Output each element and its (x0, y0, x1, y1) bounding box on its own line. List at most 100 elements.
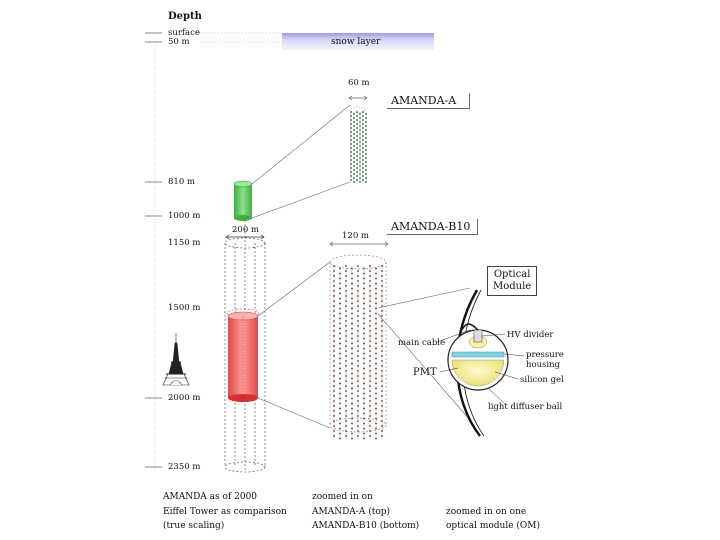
optical-module-dot (369, 415, 371, 417)
optical-module-dot (375, 317, 377, 320)
depth-title: Depth (168, 11, 202, 22)
optical-module-dot (357, 330, 359, 332)
zoom-lines-amanda-b10 (257, 261, 331, 429)
optical-module-dot (350, 139, 352, 141)
optical-module-dot (375, 422, 377, 425)
optical-module-dot (369, 385, 371, 387)
optical-module-dot (339, 297, 341, 300)
optical-module-dot (359, 125, 361, 127)
caption-col1-line2: Eiffel Tower as comparison (163, 507, 287, 517)
optical-module-dot (381, 320, 383, 322)
optical-module-dot (333, 275, 335, 277)
optical-module-dot (353, 165, 355, 167)
depth-1500m: 1500 m (168, 303, 201, 313)
depth-1000m: 1000 m (168, 211, 201, 221)
optical-module-dot (359, 149, 361, 151)
optical-module-dot (351, 372, 353, 375)
optical-module-dot (333, 335, 335, 337)
optical-module-dot (333, 295, 335, 297)
optical-module-dot (333, 340, 335, 342)
optical-module-dot (333, 410, 335, 412)
optical-module-dot (351, 327, 353, 330)
caption-col1-line3: (true scaling) (163, 521, 225, 531)
optical-module-dot (369, 285, 371, 287)
optical-module-dot (350, 131, 352, 133)
optical-module-dot (351, 367, 353, 370)
optical-module-dot (375, 432, 377, 435)
optical-module-dot (356, 163, 358, 165)
optical-module-dot (345, 310, 347, 312)
optical-module-dot (339, 412, 341, 415)
optical-module-dot (353, 125, 355, 127)
optical-module-dot (363, 332, 365, 335)
optical-module-dot (357, 355, 359, 357)
optical-module-dot (369, 420, 371, 422)
optical-module-dot (333, 305, 335, 307)
optical-module-dot (381, 420, 383, 422)
optical-module-dot (363, 302, 365, 305)
optical-module-dot (333, 270, 335, 272)
om-main-cable-label: main cable (398, 338, 446, 348)
optical-module-dot (375, 297, 377, 300)
optical-module-dot (363, 337, 365, 340)
optical-module-dot (345, 295, 347, 297)
optical-module-dot (353, 153, 355, 155)
optical-module-dot (357, 305, 359, 307)
optical-module-dot (381, 385, 383, 387)
optical-module-dot (375, 352, 377, 355)
depth-ticks (145, 32, 162, 468)
amanda-a-width: 60 m (348, 78, 370, 88)
optical-module-dot (345, 320, 347, 322)
optical-module-dot (359, 181, 361, 183)
optical-module-dot (357, 400, 359, 402)
optical-module-dot (345, 280, 347, 282)
optical-module-dot (369, 375, 371, 377)
optical-module-dot (369, 310, 371, 312)
optical-module-dot (351, 302, 353, 305)
optical-module-dot (350, 155, 352, 157)
optical-module-dot (362, 135, 364, 137)
optical-module-dot (381, 380, 383, 382)
optical-module-dot (353, 157, 355, 159)
optical-module-dot (353, 113, 355, 115)
om-light-diffuser-label: light diffuser ball (488, 402, 563, 412)
optical-module-dot (345, 265, 347, 267)
optical-module-dot (339, 407, 341, 410)
optical-module-dot (369, 305, 371, 307)
optical-module-dot (356, 175, 358, 177)
optical-module-dot (351, 317, 353, 320)
optical-module-dot (339, 362, 341, 365)
optical-module-dot (357, 385, 359, 387)
optical-module-dot (350, 151, 352, 153)
optical-module-dot (350, 143, 352, 145)
optical-module-dot (375, 372, 377, 375)
optical-module-dot (339, 312, 341, 315)
optical-module-drawing (436, 289, 525, 437)
optical-module-dot (375, 312, 377, 315)
optical-module-dot (345, 415, 347, 417)
om-pressure-housing-label: pressure housing (526, 350, 564, 370)
om-hv-divider-label: HV divider (507, 330, 554, 340)
optical-module-dot (345, 315, 347, 317)
optical-module-dot (369, 380, 371, 382)
optical-module-dot (357, 395, 359, 397)
optical-module-dot (351, 432, 353, 435)
optical-module-dot (381, 425, 383, 427)
optical-module-dot (357, 345, 359, 347)
optical-module-dot (381, 305, 383, 307)
optical-module-dot (345, 435, 347, 437)
optical-module-dot (369, 280, 371, 282)
optical-module-dot (345, 410, 347, 412)
caption-col3-line1: zoomed in on one (446, 507, 527, 517)
optical-module-dot (369, 370, 371, 372)
optical-module-dot (369, 360, 371, 362)
optical-module-dot (351, 382, 353, 385)
optical-module-dot (375, 277, 377, 280)
optical-module-dot (365, 153, 367, 155)
optical-module-dot (351, 412, 353, 415)
optical-module-dot (333, 310, 335, 312)
optical-module-dot (365, 165, 367, 167)
optical-module-dot (345, 420, 347, 422)
optical-module-dot (333, 420, 335, 422)
